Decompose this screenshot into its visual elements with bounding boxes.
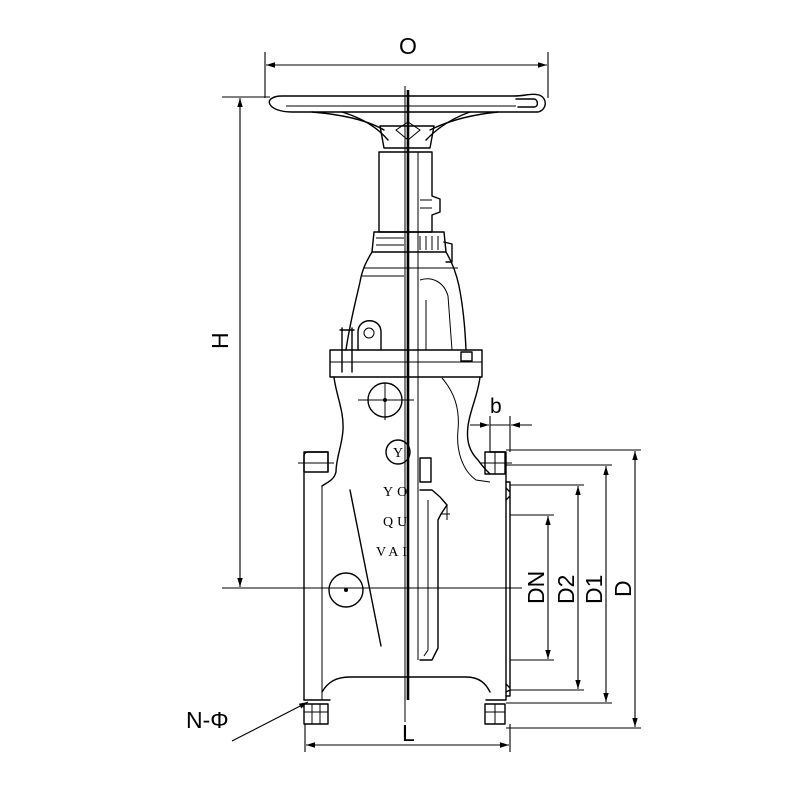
body-left-outline bbox=[321, 376, 344, 487]
body-marking-line1: YO bbox=[383, 485, 411, 500]
dim-d1-ext bbox=[506, 464, 612, 704]
body-marking-line3: VAI bbox=[376, 545, 411, 560]
handwheel-handle bbox=[515, 98, 539, 108]
bolt-hole-label: N-Φ bbox=[186, 707, 229, 733]
valve-body bbox=[321, 376, 491, 700]
lower-plug bbox=[328, 572, 364, 608]
gate-wedge-inner bbox=[423, 500, 429, 657]
bonnet-packing-line bbox=[362, 267, 458, 277]
bonnet-left-slot bbox=[357, 320, 382, 351]
lower-plug-center bbox=[344, 588, 348, 592]
right-top-bolt-centerline bbox=[480, 452, 512, 474]
handwheel-rim bbox=[268, 93, 546, 113]
dim-d2-ext bbox=[510, 484, 584, 691]
dim-b-label: b bbox=[490, 395, 502, 418]
dim-h-label: H bbox=[207, 332, 233, 349]
left-flange-top-bolt bbox=[303, 451, 329, 473]
handwheel-spoke-right-outer bbox=[429, 111, 499, 131]
bonnet-flange-nut bbox=[460, 351, 473, 362]
right-raised-face bbox=[505, 481, 511, 697]
left-bottom-bolt-cross bbox=[304, 704, 328, 724]
handwheel bbox=[268, 93, 546, 149]
gate-guide bbox=[441, 505, 450, 520]
dimension-l: L bbox=[304, 720, 511, 752]
bolt-hole-leader bbox=[231, 701, 309, 742]
body-marking-logo: Y bbox=[393, 446, 407, 461]
dimension-b: b bbox=[470, 395, 532, 452]
logo-circle bbox=[385, 439, 411, 465]
handwheel-hub bbox=[379, 125, 435, 149]
diameter-dimensions: DN D2 D1 D bbox=[506, 449, 641, 729]
stem-nut-housing bbox=[378, 151, 441, 233]
handwheel-spoke-left-outer bbox=[311, 111, 385, 131]
left-flange-bottom-bolt bbox=[303, 703, 329, 725]
stem-nut-pin bbox=[420, 199, 432, 209]
dimension-o: O bbox=[264, 33, 549, 98]
dim-o-label: O bbox=[399, 33, 417, 59]
bonnet-flange bbox=[329, 349, 483, 378]
stem-side-lug bbox=[443, 241, 453, 263]
dim-dn-label: DN bbox=[523, 571, 549, 604]
dim-d1-label: D1 bbox=[581, 575, 607, 604]
handwheel-hub-square bbox=[395, 121, 421, 141]
bonnet bbox=[329, 251, 483, 378]
bonnet-right-outline bbox=[445, 251, 467, 351]
dimension-h: H bbox=[207, 96, 270, 587]
bonnet-left-outline bbox=[345, 251, 373, 351]
body-bottom bbox=[321, 676, 491, 693]
section-view bbox=[417, 232, 450, 661]
stem-collar-ribs bbox=[376, 236, 439, 250]
stem-housing bbox=[371, 151, 453, 263]
handwheel-spoke-left-inner bbox=[341, 111, 389, 141]
body-marking-line2: QU bbox=[383, 515, 411, 530]
right-flange bbox=[480, 451, 512, 725]
gate-exterior-edge bbox=[349, 489, 382, 647]
bonnet-slot-pin bbox=[363, 327, 375, 339]
body-right-outline bbox=[466, 376, 491, 475]
bonnet-right-inner bbox=[419, 278, 453, 351]
dim-l-label: L bbox=[402, 720, 415, 746]
left-flange-face bbox=[303, 451, 329, 701]
right-flange-face bbox=[485, 451, 507, 701]
dim-d-label: D bbox=[610, 580, 636, 597]
gate-wedge bbox=[419, 489, 448, 661]
dim-d2-label: D2 bbox=[553, 575, 579, 604]
gate-top-block bbox=[419, 457, 432, 483]
dim-dn-ext bbox=[510, 514, 554, 661]
body-right-cavity bbox=[441, 377, 491, 483]
left-flange bbox=[298, 451, 334, 725]
right-bottom-bolt-cross bbox=[485, 704, 505, 724]
handwheel-spoke-right-inner bbox=[425, 111, 471, 141]
bolt-hole-callout: N-Φ bbox=[186, 701, 309, 742]
dim-d-ext bbox=[506, 449, 641, 729]
